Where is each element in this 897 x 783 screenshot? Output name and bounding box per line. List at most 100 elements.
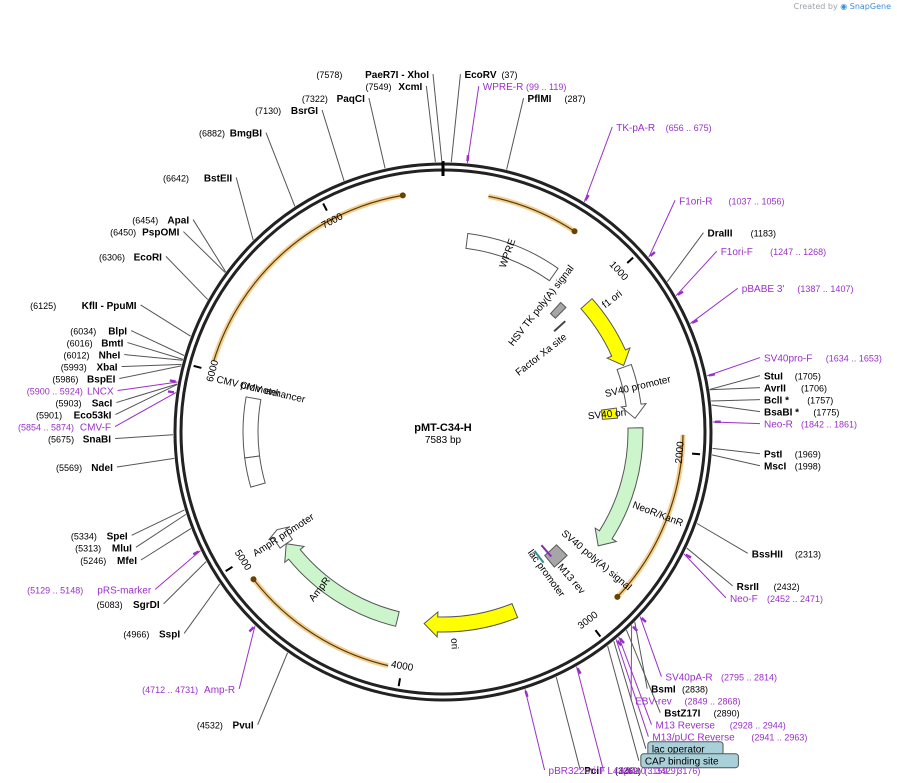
- enzyme-xbai: XbaI(5993): [61, 363, 118, 374]
- enzyme-ecori: EcoRI(6306): [99, 252, 162, 263]
- primer-amp-r: Amp-R(4712 .. 4731): [142, 685, 235, 696]
- leader-line: [131, 509, 185, 536]
- site-position: (6125): [30, 301, 56, 311]
- primer-mark: [619, 637, 625, 644]
- leader-line: [124, 354, 183, 361]
- enzyme-bsabi: BsaBI *(1775): [764, 408, 839, 419]
- primer-pbabe-3-: pBABE 3' (1387 .. 1407): [742, 284, 854, 295]
- leader-line: [683, 553, 727, 599]
- site-name: BstEII: [204, 173, 233, 184]
- primer-mark: [248, 626, 255, 633]
- enzyme-msci: MscI(1998): [764, 462, 821, 473]
- leader-line: [583, 126, 613, 203]
- site-position: (7578): [316, 70, 342, 80]
- enzyme-paqci: PaqCI(7322): [302, 94, 365, 105]
- site-name: SgrDI: [133, 600, 160, 611]
- primer-mark: [632, 625, 639, 632]
- leader-line: [615, 639, 649, 737]
- site-name: BsmI: [651, 685, 676, 696]
- box-label-bg: [640, 753, 739, 769]
- leader-line: [116, 457, 175, 468]
- leader-line: [450, 74, 461, 163]
- feature-f1-ori: [580, 297, 631, 367]
- site-name: PflMI: [528, 94, 552, 105]
- primer-pbr322ori-f: pBR322ori-F(3410 .. 3429): [549, 766, 679, 777]
- primer-mark: [169, 379, 176, 383]
- primer-wpre-r: WPRE-R(99 .. 119): [483, 82, 567, 93]
- enzyme-xcmi: XcmI(7549): [366, 82, 423, 93]
- enzyme-bsrgi: BsrGI(7130): [255, 106, 318, 117]
- enzyme-pcii: PciI(3269): [584, 766, 641, 777]
- feature-ori: [423, 602, 519, 639]
- leader-line: [368, 97, 386, 169]
- leader-line: [712, 447, 761, 455]
- site-position: (5903): [56, 399, 82, 409]
- plasmid-length: 7583 bp: [425, 435, 462, 446]
- site-position: (6034): [70, 327, 96, 337]
- enzyme-stui: StuI(1705): [764, 372, 821, 383]
- box-label-text: lac operator: [652, 745, 705, 756]
- site-position: (6642): [163, 173, 189, 183]
- leader-line: [119, 365, 182, 380]
- site-position: (5901): [36, 411, 62, 421]
- leader-line: [709, 387, 761, 391]
- tick-mark: [193, 364, 202, 369]
- leader-line: [639, 616, 662, 677]
- snapgene-credit: Created by ◉ SnapGene: [794, 2, 891, 11]
- site-position: (656 .. 675): [666, 123, 712, 133]
- site-position: (99 .. 119): [526, 82, 566, 92]
- primer-mark: [167, 390, 175, 394]
- site-position: (6882): [199, 129, 225, 139]
- site-name: ApaI: [167, 216, 189, 227]
- site-name: BssHII: [752, 549, 783, 560]
- primer-f1ori-f: F1ori-F(1247 .. 1268): [721, 247, 826, 258]
- leader-line: [706, 357, 761, 377]
- leader-line: [634, 621, 648, 689]
- site-name: pBABE 3': [742, 284, 785, 295]
- site-name: pBR322ori-F: [549, 766, 606, 777]
- enzyme-bmti: BmtI(6016): [67, 339, 124, 350]
- tick-mark: [397, 678, 402, 687]
- enzyme-bsmi: BsmI(2838): [651, 685, 708, 696]
- site-name: MscI: [764, 462, 786, 473]
- leader-line: [555, 676, 581, 771]
- leader-line: [686, 547, 733, 587]
- primer-lncx: LNCX(5900 .. 5924): [27, 387, 114, 398]
- site-position: (4532): [197, 721, 223, 731]
- leader-line: [607, 645, 640, 761]
- enzyme-pflmi: PflMI(287): [528, 94, 586, 105]
- enzyme-bcli: BclI *(1757): [764, 396, 833, 407]
- leader-line: [183, 583, 221, 634]
- site-position: (7130): [255, 106, 281, 116]
- feature-label: HSV TK poly(A) signal: [507, 263, 577, 348]
- enzyme-mfei: MfeI(5246): [80, 556, 137, 567]
- feature-lac-promoter: [533, 550, 545, 564]
- site-position: (5246): [80, 556, 106, 566]
- site-name: PvuI: [233, 721, 254, 732]
- feature-cmv-promoter: [244, 455, 266, 488]
- site-name: F1ori-F: [721, 247, 753, 258]
- tick-label: 1000: [607, 259, 630, 283]
- site-position: (2890): [714, 709, 740, 719]
- site-name: CMV-F: [80, 423, 111, 434]
- primer-f1ori-r: F1ori-R(1037 .. 1056): [679, 196, 784, 207]
- site-position: (6016): [67, 339, 93, 349]
- site-name: EBV-rev: [635, 697, 672, 708]
- enzyme-saci: SacI(5903): [56, 399, 113, 410]
- site-position: (1387 .. 1407): [797, 284, 853, 294]
- primer-mark: [576, 667, 582, 675]
- leader-line: [257, 652, 288, 725]
- snapgene-logo-icon: ◉: [840, 2, 848, 11]
- leader-line: [140, 304, 191, 337]
- leader-line: [625, 629, 661, 713]
- leader-line: [235, 177, 254, 241]
- leader-line: [576, 666, 604, 771]
- primer-tk-pa-r: TK-pA-R(656 .. 675): [616, 123, 711, 134]
- site-position: (6306): [99, 252, 125, 262]
- enzyme-bstz17i: BstZ17I(2890): [664, 709, 739, 720]
- orf-arc: [487, 193, 576, 234]
- leader-line: [140, 528, 192, 561]
- primer-neo-r: Neo-R(1842 .. 1861): [764, 420, 857, 431]
- site-position: (5854 .. 5874): [18, 423, 74, 433]
- orf-arc-head: [250, 576, 257, 583]
